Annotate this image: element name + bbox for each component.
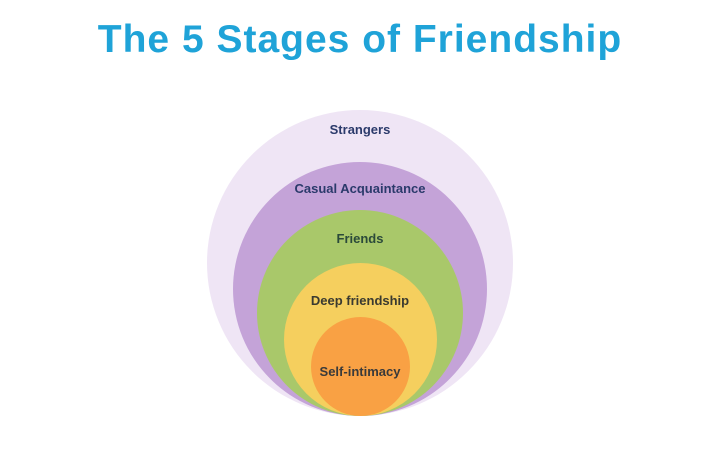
diagram-title: The 5 Stages of Friendship [97,18,623,61]
stage-label-casual-acquaintance: Casual Acquaintance [294,181,426,196]
stage-label-deep-friendship: Deep friendship [310,293,410,308]
stage-label-friends: Friends [336,231,384,246]
stage-label-strangers: Strangers [329,122,391,137]
stage-circle-self-intimacy [311,317,410,416]
stage-label-self-intimacy: Self-intimacy [319,364,401,379]
